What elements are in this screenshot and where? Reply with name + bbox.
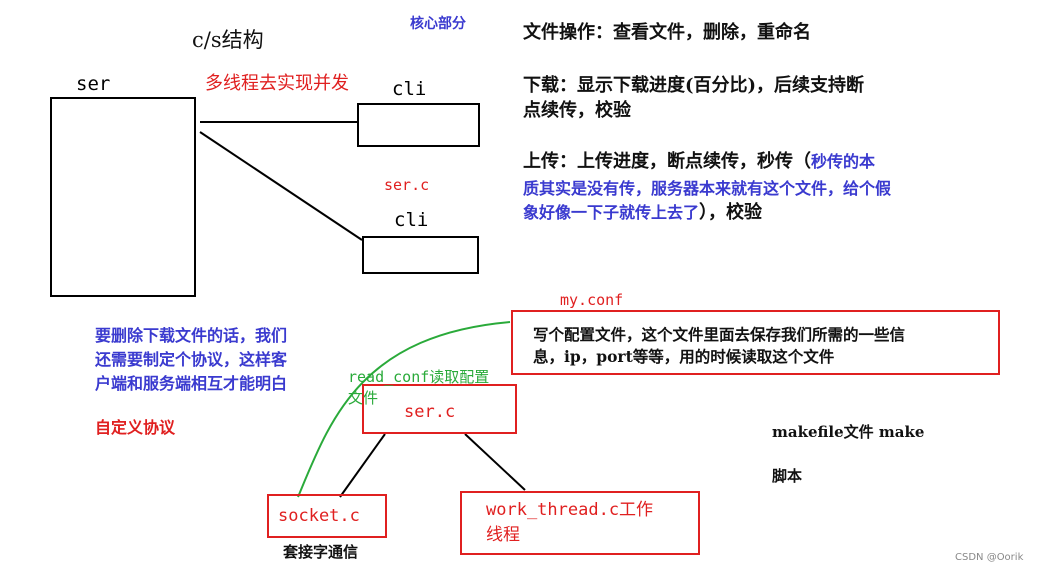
protocol-note-line3: 户端和服务端相互才能明白 [95, 374, 288, 393]
read-conf-line1: read_conf读取配置 [348, 368, 490, 386]
upload-blue1: 秒传的本 [811, 152, 876, 171]
work-thread-line2: 线程 [486, 525, 520, 545]
connector-socketc-to-myconf [297, 321, 511, 498]
diagram-title: c/s结构 [192, 28, 264, 52]
protocol-note-line2: 还需要制定个协议，这样客 [95, 350, 288, 369]
my-conf-label: my.conf [560, 291, 624, 309]
core-label: 核心部分 [410, 16, 466, 32]
connector-serc-to-socketc [339, 433, 386, 498]
socket-caption: 套接字通信 [283, 543, 359, 561]
upload-prefix: 上传：上传进度，断点续传，秒传（ [523, 151, 811, 172]
custom-protocol-note: 自定义协议 [95, 418, 176, 437]
socket-c-box: socket.c [267, 494, 387, 538]
protocol-note-line1: 要删除下载文件的话，我们 [95, 326, 288, 345]
connector-serc-to-workthread [464, 433, 526, 491]
download-note-line1: 下载：显示下载进度(百分比)，后续支持断 [523, 75, 865, 96]
ser-c-box-label: ser.c [404, 402, 456, 422]
ser-label: ser [76, 73, 111, 95]
config-box-line2: 息，ip，port等等，用的时候读取这个文件 [533, 347, 835, 366]
cli-bottom-label: cli [394, 209, 429, 231]
watermark: CSDN @Oorik [955, 552, 1024, 563]
upload-note-line2: 质其实是没有传，服务器本来就有这个文件，给个假 [523, 179, 892, 198]
file-ops-note: 文件操作：查看文件，删除，重命名 [523, 22, 811, 43]
ser-c-box: ser.c [362, 384, 517, 434]
client-box-bottom [362, 236, 479, 274]
makefile-note: makefile文件 make [772, 423, 925, 441]
read-conf-line2: 文件 [348, 389, 379, 407]
client-box-top [357, 103, 480, 147]
work-thread-box: work_thread.c工作 线程 [460, 491, 700, 555]
upload-suffix: ），校验 [699, 202, 763, 223]
upload-note-line3: 象好像一下子就传上去了），校验 [523, 202, 762, 224]
work-thread-line1: work_thread.c工作 [486, 500, 654, 520]
config-box-line1: 写个配置文件，这个文件里面去保存我们所需的一些信 [533, 325, 906, 344]
server-box [50, 97, 196, 297]
ser-c-label: ser.c [384, 176, 430, 194]
upload-blue3: 象好像一下子就传上去了 [523, 203, 700, 222]
cli-top-label: cli [392, 78, 427, 100]
socket-c-box-label: socket.c [278, 506, 360, 526]
connector-ser-to-cli-bottom [199, 131, 363, 241]
upload-note-line1: 上传：上传进度，断点续传，秒传（秒传的本 [523, 151, 875, 173]
multithread-note: 多线程去实现并发 [205, 73, 349, 94]
script-note: 脚本 [772, 467, 803, 485]
download-note-line2: 点续传，校验 [523, 100, 631, 121]
config-box: 写个配置文件，这个文件里面去保存我们所需的一些信 息，ip，port等等，用的时… [511, 310, 1000, 375]
